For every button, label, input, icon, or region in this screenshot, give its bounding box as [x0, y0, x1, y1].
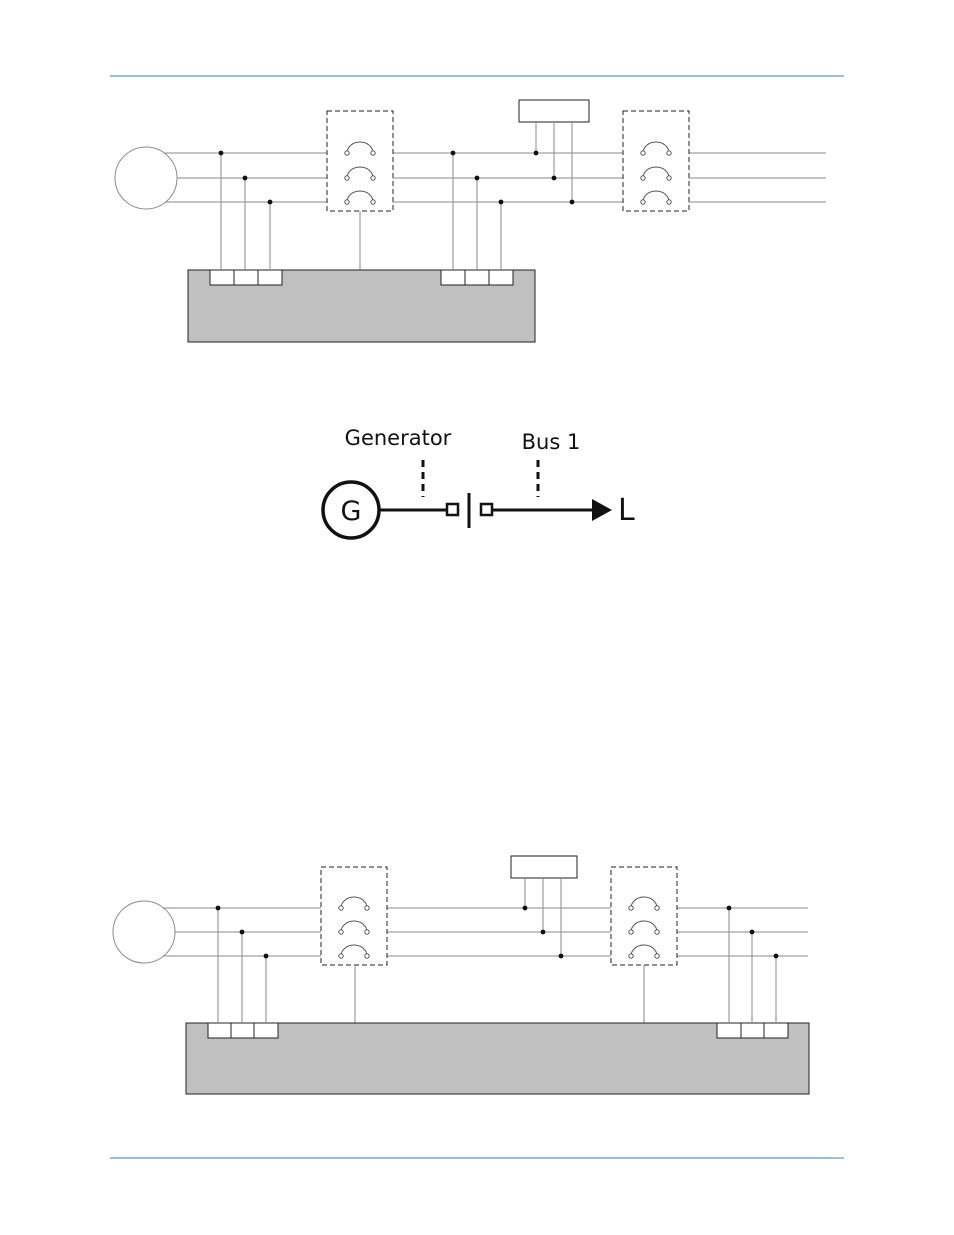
junction-dots-top — [218, 150, 575, 205]
bottom-wiring-diagram — [112, 855, 810, 1095]
generator-symbol-label: G — [341, 496, 362, 527]
load-box-top — [518, 99, 590, 123]
breaker-2-contacts-bottom — [628, 896, 660, 959]
header-rule — [110, 75, 844, 77]
load-symbol-label: L — [618, 493, 635, 528]
breaker-1-top — [326, 110, 394, 212]
controller-terminals-left-bottom — [207, 1022, 279, 1039]
generator-label: Generator — [345, 426, 452, 450]
controller-box-bottom — [185, 1022, 810, 1095]
breaker-1-contacts-top — [344, 141, 376, 205]
generator-circle-top — [114, 146, 178, 210]
footer-rule — [110, 1157, 844, 1159]
controller-terminals-left-top — [209, 269, 283, 286]
junction-dots-bottom — [215, 905, 779, 959]
breaker-2-bottom — [610, 866, 678, 966]
bus-label: Bus 1 — [522, 430, 581, 454]
breaker-2-top — [622, 110, 690, 212]
breaker-1-contacts-bottom — [338, 896, 370, 959]
controller-terminals-right-bottom — [716, 1022, 789, 1039]
controller-terminals-right-top — [440, 269, 514, 286]
generator-circle-bottom — [112, 900, 176, 964]
load-box-bottom — [510, 855, 578, 879]
breaker-1-bottom — [320, 866, 388, 966]
breaker-2-contacts-top — [640, 141, 672, 205]
one-line-diagram: G L Generator Bus 1 — [321, 426, 635, 540]
breaker-terminal-right — [479, 502, 494, 517]
breaker-terminal-left — [445, 502, 460, 517]
load-arrow-icon — [592, 499, 612, 521]
top-wiring-diagram — [114, 99, 826, 343]
